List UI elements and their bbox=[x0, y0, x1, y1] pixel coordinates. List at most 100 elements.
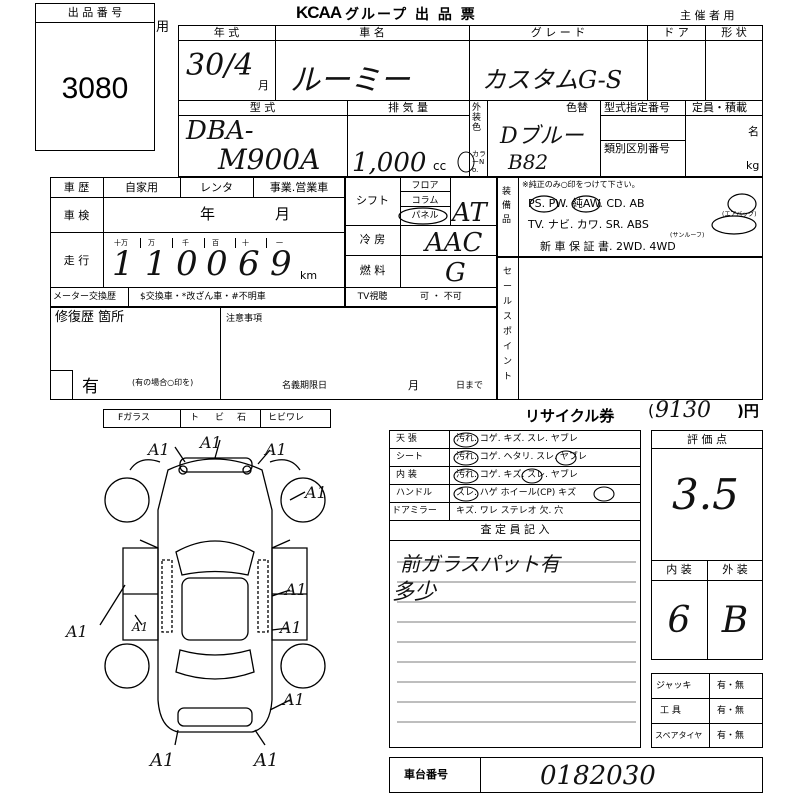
exterior-color-value: Dブルー bbox=[500, 124, 584, 149]
interior-row-mirror-label: ドアミラー bbox=[392, 506, 437, 516]
repair-hint: (有の場合○印を) bbox=[132, 378, 194, 387]
exterior-color-label: 外装色 bbox=[472, 103, 482, 133]
ac-value: AAC bbox=[425, 228, 483, 258]
chassis-value: 0182030 bbox=[540, 761, 656, 791]
history-block bbox=[50, 177, 345, 307]
mileage-digit-6: 9 bbox=[270, 244, 292, 284]
recycle-label: リサイクル券 bbox=[525, 407, 615, 425]
damage-mark-left-side: A1 bbox=[66, 622, 88, 641]
recycle-value: 9130 bbox=[655, 398, 711, 423]
digit-label-1k: 千 bbox=[182, 239, 189, 247]
damage-mark-right-door-front: A1 bbox=[285, 580, 307, 599]
history-private: 自家用 bbox=[125, 181, 158, 194]
color-code-value: B82 bbox=[508, 150, 549, 174]
inspector-note-2: 多少 bbox=[392, 580, 437, 605]
shift-column: コラム bbox=[411, 196, 439, 206]
body-shape-label: 形 状 bbox=[721, 26, 747, 39]
model-year-value: 30/4 bbox=[186, 48, 254, 83]
inspector-note-1: 前ガラスパット有 bbox=[400, 552, 560, 576]
capacity-unit: 名 bbox=[748, 125, 759, 138]
load-unit: kg bbox=[746, 159, 760, 172]
interior-row-handle-label: ハンドル bbox=[396, 488, 433, 498]
recycle-paren-open: ( bbox=[648, 401, 655, 420]
tv-label: TV視聴 bbox=[357, 292, 388, 302]
mileage-digit-5: 6 bbox=[238, 244, 260, 284]
history-commercial: 事業.営業車 bbox=[269, 181, 329, 194]
damage-mark-right-door-rear: A1 bbox=[280, 618, 302, 637]
accessories-block bbox=[651, 673, 763, 748]
shift-panel: パネル bbox=[411, 211, 439, 221]
model-designation-label: 型式指定番号 bbox=[604, 101, 670, 114]
digit-label-10k: 万 bbox=[148, 239, 155, 247]
damage-mark-front-left: A1 bbox=[148, 440, 170, 459]
front-glass-label: Fガラス bbox=[118, 413, 150, 423]
displacement-value: 1,000 bbox=[352, 148, 427, 178]
interior-score-label: 内 装 bbox=[666, 563, 692, 576]
interior-row-trim-label: 内 装 bbox=[396, 470, 417, 480]
damage-mark-left-rear: A1 bbox=[132, 620, 149, 634]
registration-deadline-label: 名義期限日 bbox=[282, 381, 328, 391]
notes-label: 注意事項 bbox=[226, 314, 263, 324]
equipment-label: 装備品 bbox=[502, 187, 512, 225]
fuel-value: G bbox=[445, 258, 466, 288]
damage-mark-rear-left: A1 bbox=[150, 750, 175, 771]
score-value: 3.5 bbox=[672, 470, 739, 519]
equipment-line-2: TV. ナビ. カワ. SR. ABS bbox=[528, 218, 649, 231]
organizer-label: 主 催 者 用 bbox=[680, 9, 735, 22]
chassis-block bbox=[389, 757, 763, 793]
damage-mark-front-center: A1 bbox=[200, 433, 222, 452]
interior-row-handle-options: スレ. ハゲ ホイール(CP) キズ bbox=[456, 488, 577, 498]
car-name-value: ルーミー bbox=[290, 63, 410, 98]
glass-option-stone: 石 bbox=[237, 413, 247, 423]
score-label: 評 価 点 bbox=[687, 433, 727, 446]
interior-row-trim-options: 汚れ. コゲ. キズ. スレ. ヤブレ bbox=[456, 470, 578, 480]
history-label: 車 歴 bbox=[63, 181, 90, 194]
repair-history-value: 有 bbox=[82, 377, 99, 397]
shift-value: AT bbox=[452, 198, 487, 228]
digit-label-1: 一 bbox=[276, 239, 283, 247]
interior-row-mirror-options: キズ. ワレ ステレオ 欠. 穴 bbox=[456, 506, 564, 516]
digit-label-100k: 十万 bbox=[114, 239, 128, 247]
repair-history-label: 修復歴 箇所 bbox=[55, 310, 125, 325]
interior-score-value: 6 bbox=[667, 600, 691, 641]
interior-row-seat-label: シート bbox=[396, 452, 424, 462]
shift-floor: フロア bbox=[411, 181, 439, 191]
lot-number-box bbox=[35, 3, 155, 151]
mileage-digit-2: 1 bbox=[145, 244, 167, 284]
exterior-score-label: 外 装 bbox=[722, 563, 748, 576]
equipment-line-3: 新 車 保 証 書. 2WD. 4WD bbox=[540, 240, 676, 253]
grade-label: グ レ ー ド bbox=[530, 26, 586, 39]
jack-options: 有・無 bbox=[717, 681, 745, 691]
tv-options: 可 ・ 不可 bbox=[420, 292, 462, 302]
vehicle-info-block bbox=[178, 25, 763, 177]
color-code-label: カラーNo. bbox=[472, 150, 486, 174]
color-change-label: 色替 bbox=[566, 101, 588, 114]
displacement-unit: cc bbox=[433, 159, 447, 173]
km-unit: km bbox=[300, 269, 318, 282]
left-mark: 用 bbox=[156, 20, 170, 35]
capacity-label: 定員・積載 bbox=[692, 101, 747, 114]
lot-number-label: 出 品 番 号 bbox=[67, 6, 123, 19]
mileage-digit-1: 1 bbox=[112, 244, 134, 284]
month-unit: 月 bbox=[258, 79, 269, 92]
ac-label: 冷 房 bbox=[359, 233, 386, 246]
shift-label: シフト bbox=[356, 194, 389, 207]
sales-point-block bbox=[497, 257, 763, 400]
equipment-airbag-note: (エアバッグ) bbox=[722, 211, 757, 218]
digit-label-10: 十 bbox=[242, 239, 249, 247]
shift-block bbox=[345, 177, 497, 307]
category-number-label: 類別区別番号 bbox=[604, 142, 670, 155]
model-code-value-2: M900A bbox=[218, 143, 321, 176]
deadline-day-label: 日まで bbox=[456, 381, 484, 391]
grade-value: カスタムG-S bbox=[482, 66, 623, 94]
damage-mark-rear-right: A1 bbox=[254, 750, 279, 771]
inspection-month-label: 月 bbox=[275, 205, 291, 223]
inspection-year-label: 年 bbox=[200, 205, 216, 223]
equipment-sunroof-note: (サンルーフ) bbox=[670, 232, 705, 239]
model-code-value-1: DBA- bbox=[186, 116, 254, 146]
tools-options: 有・無 bbox=[717, 706, 745, 716]
displacement-label: 排 気 量 bbox=[388, 101, 428, 114]
sheet-title: グループ 出 品 票 bbox=[345, 7, 477, 23]
